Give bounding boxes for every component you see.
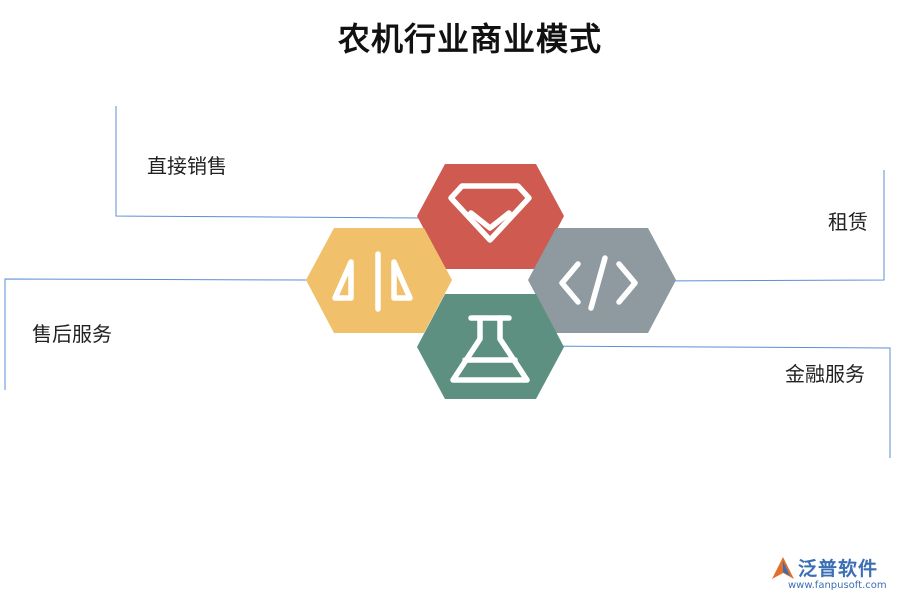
diamond-check-icon bbox=[448, 183, 532, 243]
watermark: 泛普软件 www.fanpusoft.com bbox=[768, 553, 896, 597]
page-title: 农机行业商业模式 bbox=[337, 20, 602, 58]
connector-financial bbox=[527, 345, 891, 458]
hexagon-financial bbox=[417, 294, 564, 399]
hexagon-lease bbox=[528, 228, 676, 333]
connector-direct-sales bbox=[115, 106, 421, 219]
hexagon-after-sales bbox=[306, 228, 452, 333]
label-after-sales: 售后服务 bbox=[32, 322, 112, 346]
connector-lease bbox=[651, 170, 885, 282]
code-icon bbox=[559, 255, 638, 311]
label-lease: 租赁 bbox=[828, 210, 868, 234]
hexagon-direct-sales bbox=[417, 164, 564, 269]
watermark-name: 泛普软件 bbox=[798, 558, 879, 580]
fanpu-logo-icon bbox=[772, 557, 794, 579]
flask-icon bbox=[450, 315, 530, 383]
label-financial-services: 金融服务 bbox=[785, 362, 865, 386]
connector-lines bbox=[4, 106, 891, 458]
split-triangles-icon bbox=[332, 251, 413, 312]
watermark-url: www.fanpusoft.com bbox=[788, 580, 887, 591]
label-direct-sales: 直接销售 bbox=[147, 154, 227, 178]
connector-after-sales bbox=[4, 278, 311, 390]
